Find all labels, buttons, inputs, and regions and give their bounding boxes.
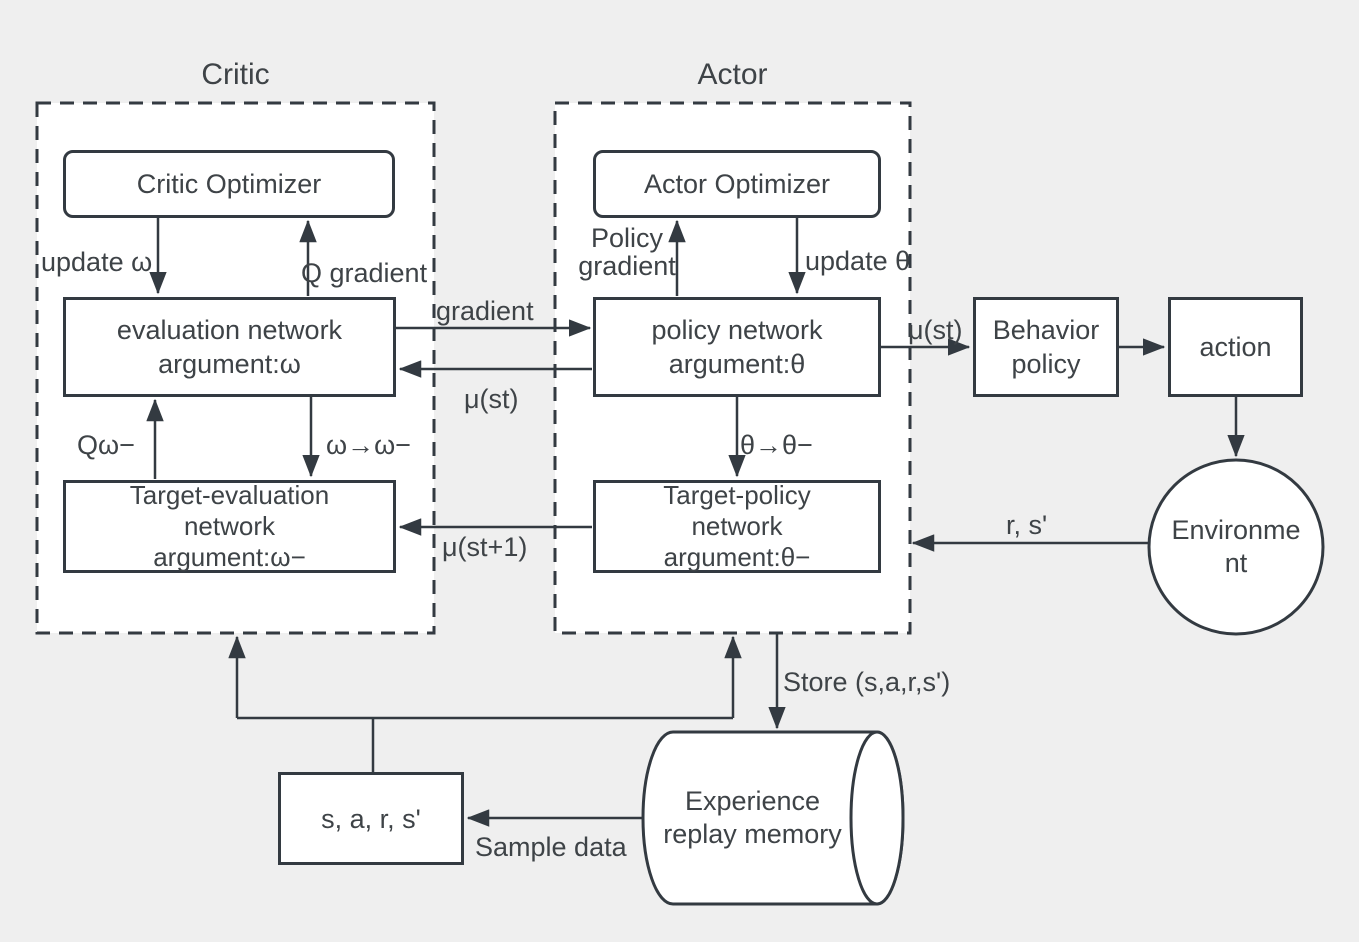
edge-label-update-theta: update θ [805, 246, 911, 276]
edge-label-sample-data: Sample data [475, 832, 627, 862]
edge-label-r-s-prime: r, s' [1006, 510, 1048, 540]
actor-optimizer-node: Actor Optimizer [593, 150, 881, 218]
policy-network-node: policy network argument:θ [593, 297, 881, 397]
edge-label-theta-to-theta-minus: θ→θ− [740, 430, 813, 460]
action-node: action [1168, 297, 1303, 397]
experience-replay-memory-label: Experience replay memory [663, 785, 842, 849]
edge-label-q-omega-minus: Qω− [77, 430, 135, 460]
edge-label-update-omega: update ω [41, 247, 153, 277]
edge-label-omega-to-omega-minus: ω→ω− [326, 430, 411, 460]
critic-group-title: Critic [201, 58, 270, 91]
environment-circle [1147, 458, 1325, 636]
edge-label-q-gradient: Q gradient [301, 258, 428, 288]
edge-label-policy-gradient: Policy gradient [578, 223, 676, 281]
target-evaluation-network-node: Target-evaluation network argument:ω− [63, 480, 396, 573]
behavior-policy-node: Behavior policy [973, 297, 1119, 397]
environment-label: Environme nt [1171, 515, 1301, 578]
edge-label-store: Store (s,a,r,s') [783, 667, 951, 697]
actor-group-title: Actor [697, 58, 768, 91]
edge-label-mu-st-right: μ(st) [908, 315, 963, 345]
edge-label-mu-st-mid: μ(st) [464, 384, 519, 414]
edge-label-gradient: gradient [436, 296, 534, 326]
critic-optimizer-node: Critic Optimizer [63, 150, 395, 218]
experience-replay-cylinder [641, 730, 905, 906]
evaluation-network-node: evaluation network argument:ω [63, 297, 396, 397]
target-policy-network-node: Target-policy network argument:θ− [593, 480, 881, 573]
edge-label-mu-st-plus-1: μ(st+1) [442, 532, 528, 562]
sars-node: s, a, r, s' [278, 772, 464, 865]
